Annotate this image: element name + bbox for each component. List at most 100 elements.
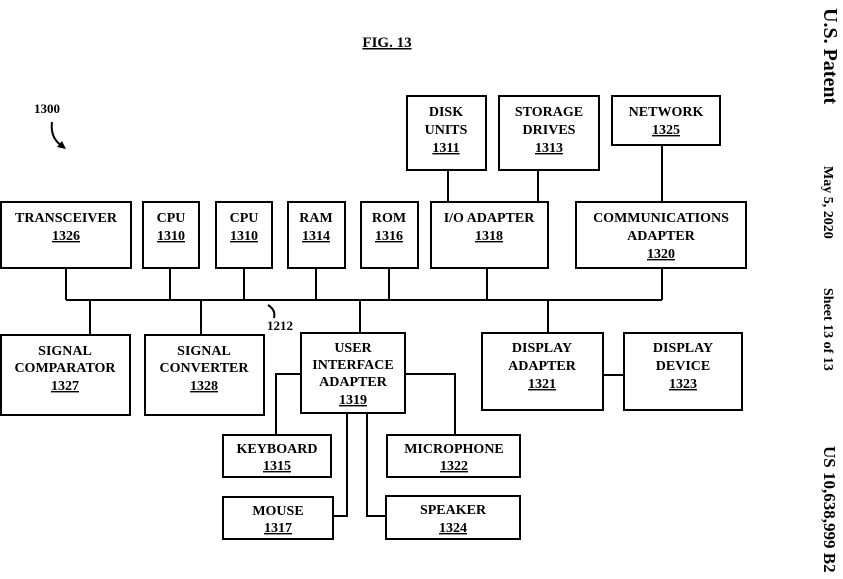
block-label: DEVICE	[656, 359, 710, 374]
box-user-interface-adapter	[300, 332, 406, 414]
block-storage-drives: STORAGE DRIVES 1313	[498, 95, 600, 171]
block-label: UNITS	[425, 123, 468, 138]
patent-margin-header: U.S. Patent May 5, 2020 Sheet 13 of 13 U…	[819, 8, 841, 573]
box-io-adapter	[430, 201, 549, 269]
block-display-device: DISPLAY DEVICE 1323	[623, 332, 743, 411]
wire-mouse	[333, 413, 348, 517]
block-label: SIGNAL	[38, 344, 92, 359]
sheet-label: Sheet 13 of 13	[820, 288, 835, 371]
block-rom: ROM 1316	[360, 201, 419, 269]
block-label: ROM	[372, 211, 406, 226]
patent-number-label: US 10,638,999 B2	[820, 446, 839, 573]
block-label: COMPARATOR	[14, 361, 116, 376]
block-ref-number: 1316	[375, 229, 403, 244]
block-label: CONVERTER	[160, 361, 250, 376]
figure-title: FIG. 13	[362, 35, 411, 51]
box-signal-converter	[144, 334, 265, 416]
box-ram	[287, 201, 346, 269]
box-cpu-a	[142, 201, 200, 269]
block-label: DISPLAY	[512, 341, 572, 356]
block-label: I/O ADAPTER	[444, 211, 536, 226]
publisher-label: U.S. Patent	[819, 8, 841, 104]
block-network: NETWORK 1325	[611, 95, 721, 146]
box-speaker	[385, 495, 521, 540]
block-ref-number: 1328	[190, 379, 218, 394]
block-ref-number: 1319	[339, 393, 367, 408]
block-ref-number: 1327	[51, 379, 79, 394]
block-label: CPU	[157, 211, 186, 226]
box-keyboard	[222, 434, 332, 478]
block-label: STORAGE	[515, 105, 583, 120]
block-ref-number: 1323	[669, 377, 697, 392]
block-label: DISPLAY	[653, 341, 713, 356]
figure-ref-arrow-icon	[50, 121, 63, 147]
block-ref-number: 1310	[230, 229, 258, 244]
block-ref-number: 1318	[475, 229, 503, 244]
figure-ref-arrowhead-icon	[57, 141, 66, 149]
block-user-interface-adapter: USER INTERFACE ADAPTER 1319	[300, 332, 406, 414]
block-cpu-b: CPU 1310	[215, 201, 273, 269]
issue-date-label: May 5, 2020	[820, 166, 835, 239]
connection-wires	[65, 145, 663, 517]
block-display-adapter: DISPLAY ADAPTER 1321	[481, 332, 604, 411]
block-label: NETWORK	[629, 105, 704, 120]
box-network	[611, 95, 721, 146]
box-cpu-b	[215, 201, 273, 269]
box-signal-comparator	[0, 334, 131, 416]
bus-callout-label: 1212	[267, 318, 293, 333]
block-ref-number: 1315	[263, 459, 291, 474]
wire-keyboard	[275, 373, 301, 435]
block-ref-number: 1325	[652, 123, 680, 138]
block-io-adapter: I/O ADAPTER 1318	[430, 201, 549, 269]
block-ref-number: 1317	[264, 521, 292, 536]
block-label: DISK	[429, 105, 463, 120]
block-signal-converter: SIGNAL CONVERTER 1328	[144, 334, 265, 416]
block-transceiver: TRANSCEIVER 1326	[0, 201, 132, 269]
box-display-device	[623, 332, 743, 411]
box-microphone	[386, 434, 521, 478]
box-display-adapter	[481, 332, 604, 411]
box-communications-adapter	[575, 201, 747, 269]
block-ref-number: 1311	[432, 141, 459, 156]
box-mouse	[222, 496, 334, 540]
block-label: SPEAKER	[420, 503, 487, 518]
block-label: MOUSE	[252, 504, 303, 519]
block-label: INTERFACE	[312, 358, 393, 373]
block-ref-number: 1326	[52, 229, 80, 244]
box-disk-units	[406, 95, 487, 171]
wire-microphone	[405, 373, 456, 435]
box-transceiver	[0, 201, 132, 269]
bus-callout-leader	[267, 304, 276, 319]
block-mouse: MOUSE 1317	[222, 496, 334, 540]
figure-ref-label: 1300	[34, 101, 60, 116]
box-storage-drives	[498, 95, 600, 171]
box-rom	[360, 201, 419, 269]
block-ref-number: 1313	[535, 141, 563, 156]
block-label: COMMUNICATIONS	[593, 211, 729, 226]
block-cpu-a: CPU 1310	[142, 201, 200, 269]
block-communications-adapter: COMMUNICATIONS ADAPTER 1320	[575, 201, 747, 269]
block-label: DRIVES	[523, 123, 576, 138]
block-label: MICROPHONE	[404, 442, 504, 457]
wire-speaker	[366, 413, 386, 517]
block-label: RAM	[299, 211, 332, 226]
block-ref-number: 1321	[528, 377, 556, 392]
block-label: TRANSCEIVER	[15, 211, 118, 226]
block-ref-number: 1310	[157, 229, 185, 244]
block-label: KEYBOARD	[237, 442, 318, 457]
block-label: ADAPTER	[508, 359, 577, 374]
block-label: CPU	[230, 211, 259, 226]
block-label: USER	[334, 341, 372, 356]
block-ref-number: 1324	[439, 521, 467, 536]
block-ref-number: 1320	[647, 247, 675, 262]
block-signal-comparator: SIGNAL COMPARATOR 1327	[0, 334, 131, 416]
block-ram: RAM 1314	[287, 201, 346, 269]
block-label: ADAPTER	[627, 229, 696, 244]
block-ref-number: 1314	[302, 229, 330, 244]
block-disk-units: DISK UNITS 1311	[406, 95, 487, 171]
block-microphone: MICROPHONE 1322	[386, 434, 521, 478]
block-ref-number: 1322	[440, 459, 468, 474]
block-label: ADAPTER	[319, 375, 388, 390]
